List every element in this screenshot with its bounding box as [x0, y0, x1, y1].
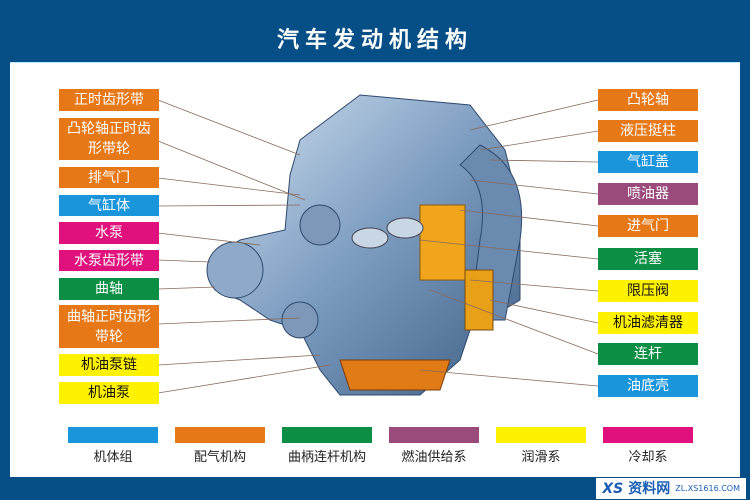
legend-swatch [389, 427, 479, 443]
legend-label: 燃油供给系 [401, 450, 467, 465]
right-label: 液压挺柱 [598, 120, 698, 142]
right-label: 油底壳 [598, 375, 698, 397]
legend-item: 机体组 [68, 427, 158, 466]
legend-label: 润滑系 [521, 450, 561, 465]
right-label: 进气门 [598, 215, 698, 237]
legend-item: 润滑系 [496, 427, 586, 466]
leader-lines [157, 99, 599, 394]
legend-swatch [282, 427, 372, 443]
left-label: 曲轴 [59, 278, 159, 300]
watermark: XS 资料网 ZL.XS1616.COM [596, 478, 746, 499]
left-label: 凸轮轴正时齿形带轮 [59, 118, 159, 160]
left-label: 正时齿形带 [59, 89, 159, 111]
right-label: 气缸盖 [598, 151, 698, 173]
left-label: 水泵 [59, 222, 159, 244]
right-label: 凸轮轴 [598, 89, 698, 111]
left-label: 排气门 [59, 167, 159, 188]
legend-label: 配气机构 [193, 450, 246, 465]
watermark-brand: 资料网 [628, 480, 671, 497]
page-title: 汽车发动机结构 [276, 28, 473, 53]
left-label: 气缸体 [59, 195, 159, 216]
left-label: 机油泵链 [59, 354, 159, 376]
right-label: 连杆 [598, 343, 698, 365]
oil-sump-cutaway [339, 359, 451, 391]
legend-swatch [603, 427, 693, 443]
left-label: 机油泵 [59, 382, 159, 404]
legend-swatch [496, 427, 586, 443]
cam-pulley [299, 204, 341, 246]
right-label: 喷油器 [598, 183, 698, 205]
engine-body [206, 94, 523, 396]
legend-item: 配气机构 [175, 427, 265, 466]
legend-label: 冷却系 [628, 450, 668, 465]
piston [386, 217, 424, 239]
crank-pulley [281, 301, 319, 339]
piston [351, 227, 389, 249]
legend-item: 曲柄连杆机构 [282, 427, 372, 466]
legend-item: 冷却系 [603, 427, 693, 466]
legend-swatch [175, 427, 265, 443]
legend-item: 燃油供给系 [389, 427, 479, 466]
legend-label: 机体组 [93, 450, 133, 465]
water-pump-pulley [206, 241, 264, 299]
legend-swatch [68, 427, 158, 443]
right-label: 限压阀 [598, 280, 698, 302]
left-label: 曲轴正时齿形带轮 [59, 305, 159, 348]
watermark-url: ZL.XS1616.COM [675, 483, 740, 493]
legend: 机体组 配气机构 曲柄连杆机构 燃油供给系 润滑系 冷却系 [60, 427, 700, 474]
oil-filter [464, 269, 494, 331]
legend-label: 曲柄连杆机构 [287, 450, 366, 465]
right-label: 活塞 [598, 248, 698, 270]
right-label: 机油滤清器 [598, 312, 698, 334]
xs-logo-icon: XS [602, 480, 624, 497]
left-label: 水泵齿形带 [59, 250, 159, 271]
